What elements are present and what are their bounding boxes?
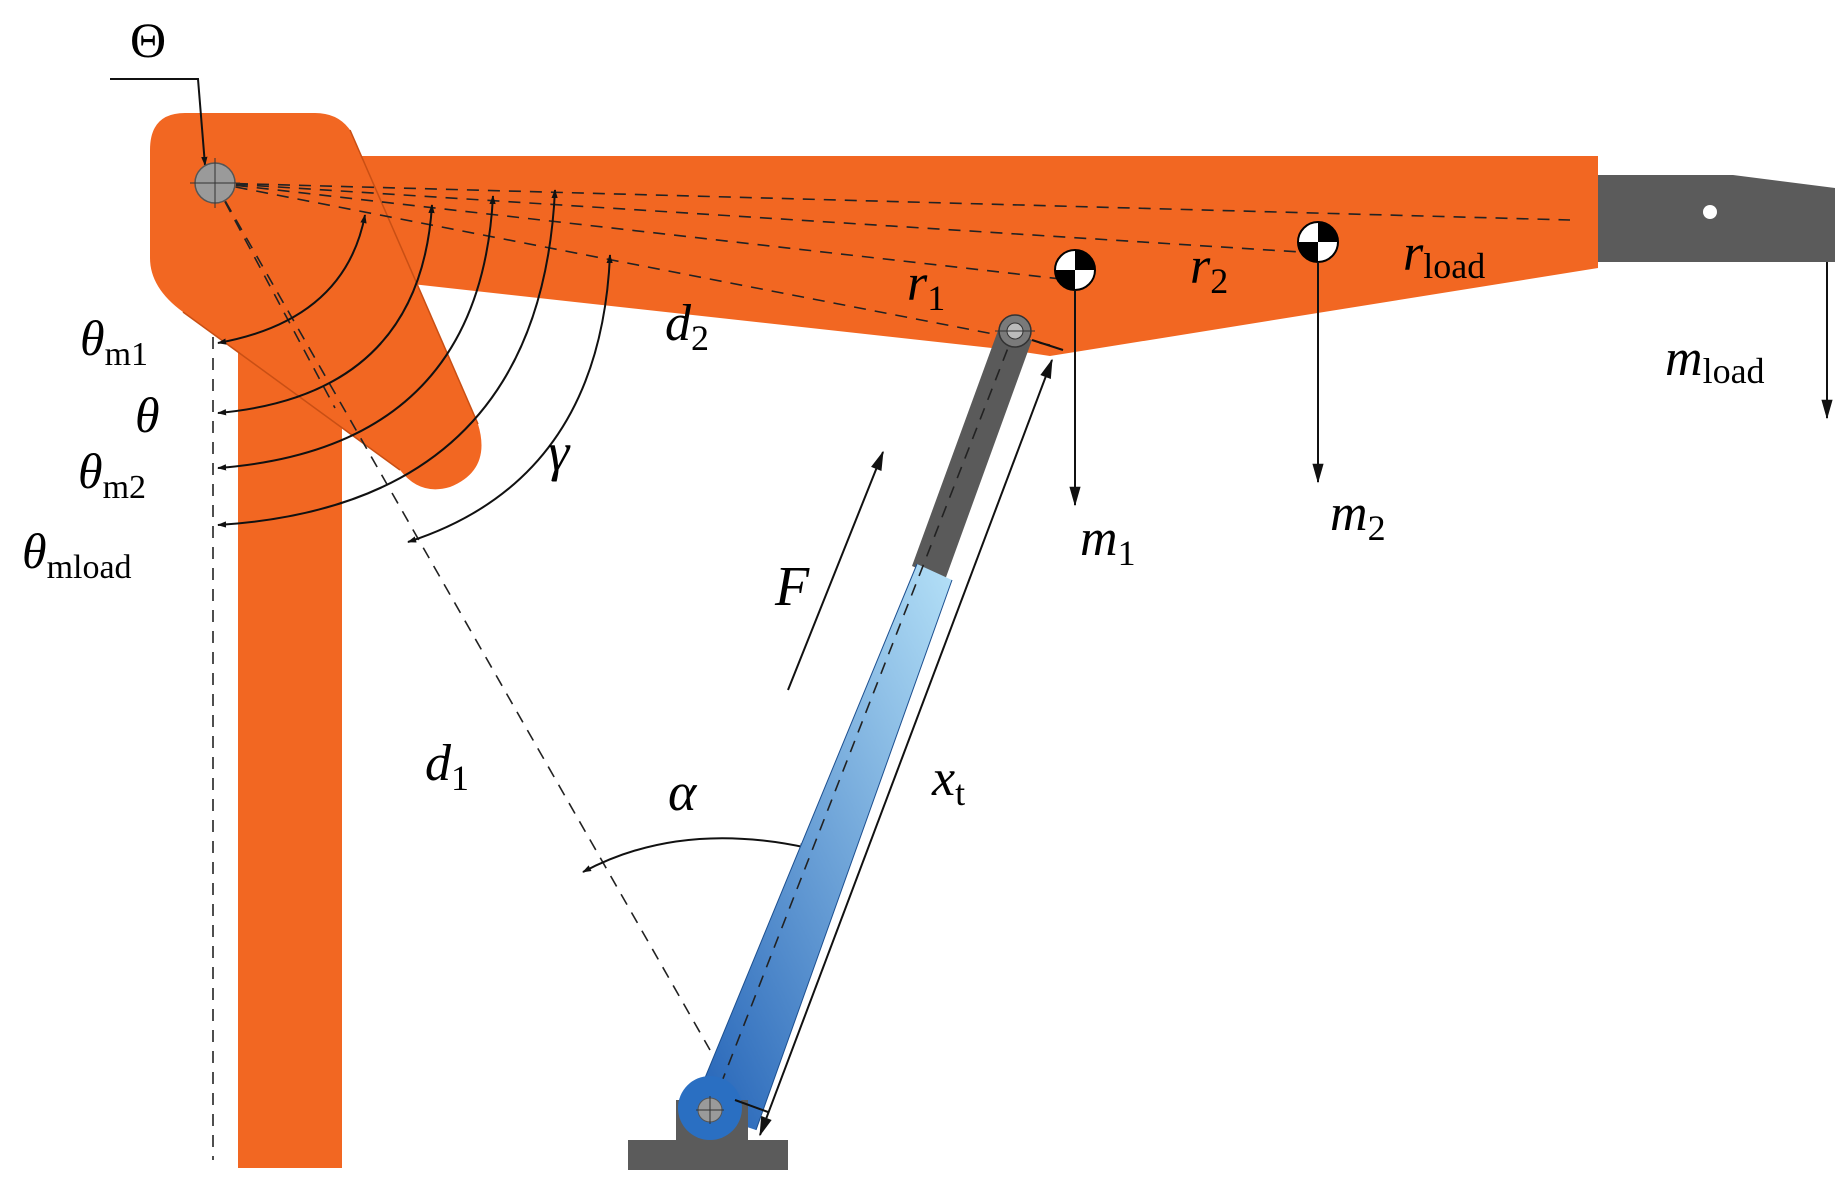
theta-m1-label: θm1 [80, 310, 148, 373]
rload-label: rload [1403, 225, 1485, 286]
boom-extension [1598, 175, 1835, 262]
alpha-label: α [668, 762, 698, 822]
xt-dimension-line [759, 358, 1053, 1137]
cylinder-barrel [684, 564, 952, 1130]
theta-mload-label: θmload [22, 523, 132, 586]
d1-label: d1 [425, 735, 469, 798]
cylinder-base-mount [628, 1076, 788, 1170]
extension-hole [1703, 205, 1717, 219]
pivot-pointer [110, 78, 208, 166]
mload-label: mload [1665, 330, 1765, 391]
m1-label: m1 [1080, 510, 1136, 573]
pivot-label: Θ [130, 12, 166, 68]
pivot-pin-icon [190, 158, 240, 208]
center-of-mass-icon [1054, 249, 1096, 291]
center-of-mass-icon [1297, 221, 1339, 263]
xt-extension-top [1031, 339, 1064, 351]
cylinder-top-pin-icon [995, 314, 1035, 348]
main-boom [338, 156, 1598, 356]
gamma-label: γ [548, 422, 571, 482]
force-label: F [774, 556, 810, 618]
xt-label: xt [931, 750, 965, 813]
theta-m2-label: θm2 [78, 443, 146, 506]
r2-label: r2 [1190, 238, 1228, 301]
r1-label: r1 [907, 255, 945, 318]
force-arrow [787, 450, 884, 691]
xt-extension-bottom [734, 1099, 769, 1113]
d2-label: d2 [665, 295, 709, 358]
cylinder-rod [912, 325, 1032, 580]
m2-label: m2 [1330, 485, 1386, 548]
vertical-post [238, 338, 342, 1168]
theta-label: θ [135, 387, 160, 443]
